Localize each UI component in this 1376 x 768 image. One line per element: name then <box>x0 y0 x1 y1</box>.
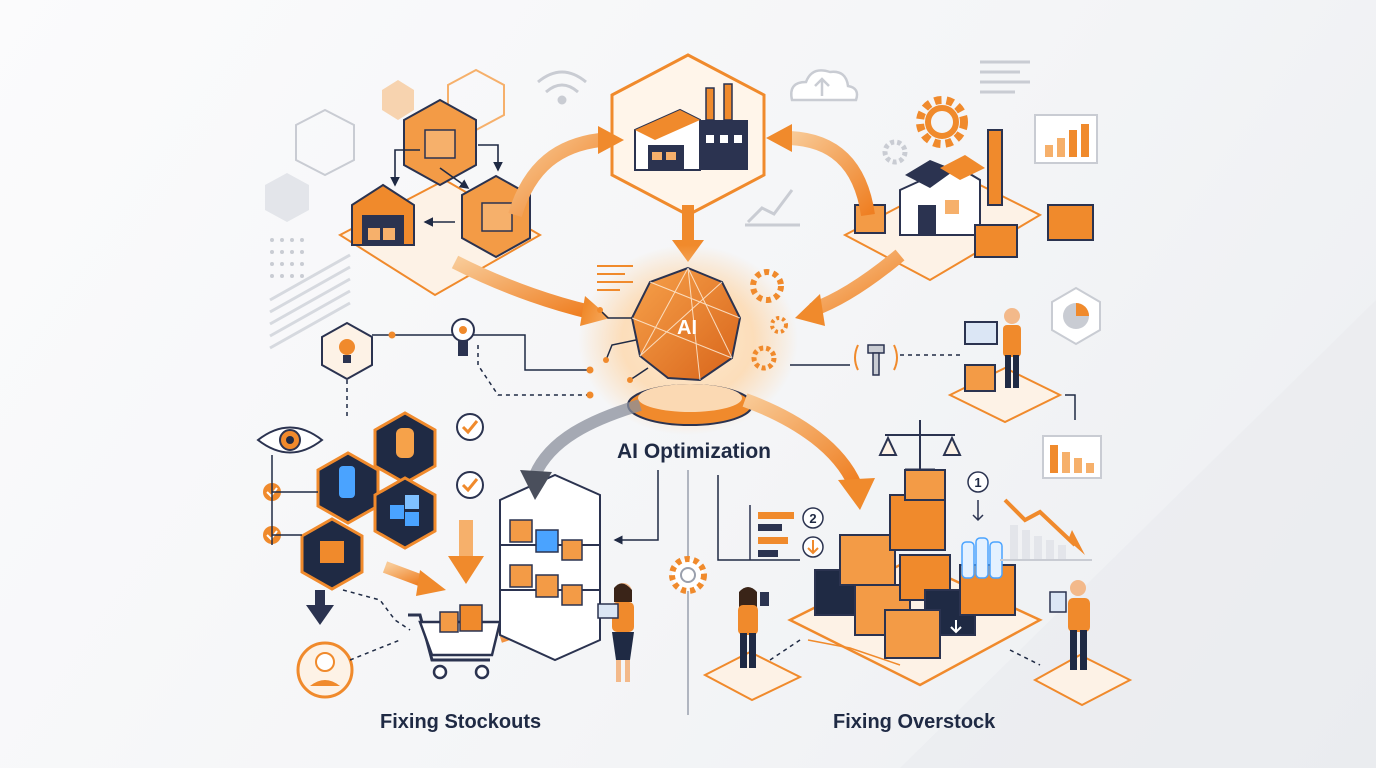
shopper-person <box>597 583 634 682</box>
cube-icon <box>390 505 404 519</box>
tablet-worker-person <box>1049 580 1090 670</box>
box-icon <box>964 364 996 392</box>
stripes-decor <box>269 253 351 350</box>
flow-arrows <box>451 124 905 326</box>
box-icon <box>481 202 513 232</box>
container-icon <box>974 224 1018 258</box>
connector-lines <box>346 334 1076 420</box>
manufacturing-group <box>745 96 1098 282</box>
ai-optimization-title: AI Optimization <box>617 440 771 463</box>
hex-decor <box>382 80 414 120</box>
gear-icon <box>882 139 908 165</box>
factory-building-icon <box>899 129 1003 236</box>
platform-phone-worker <box>702 650 803 702</box>
overstock-group: 1 <box>702 420 1133 707</box>
worker-tablet-group <box>854 286 1102 479</box>
ranking-list-icon: 2 <box>749 505 824 560</box>
pie-chart-hex <box>1051 286 1101 346</box>
bar-chart-icon <box>1042 435 1102 479</box>
factory-hex-group <box>537 53 1030 217</box>
box-stack <box>814 469 1016 659</box>
data-list-icon <box>597 265 633 291</box>
smiley-customer-icon <box>296 641 354 699</box>
jar-icon <box>396 428 414 458</box>
ai-core-label: AI <box>677 317 697 339</box>
trend-up-icon <box>745 189 800 227</box>
bar-chart-icon <box>1034 114 1098 164</box>
wifi-icon <box>537 70 587 105</box>
hex-decor <box>265 173 309 222</box>
center-down-arrows <box>520 393 875 510</box>
trend-down-chart <box>1000 498 1092 561</box>
warehouse-icon <box>351 183 415 246</box>
lock-icon <box>451 318 475 356</box>
store-shelf <box>499 473 601 662</box>
sensor-icon <box>854 344 898 376</box>
center-connectors <box>613 470 800 715</box>
factory-icon <box>634 83 748 171</box>
phone-worker-person <box>738 587 769 668</box>
fixing-overstock-label: Fixing Overstock <box>833 711 996 733</box>
bottle-icon <box>339 466 355 498</box>
check-icon <box>456 471 484 499</box>
container-icon <box>1047 204 1094 241</box>
gear-icon <box>916 96 968 148</box>
gear-icon <box>751 345 777 371</box>
ai-core-group: AI <box>578 245 798 435</box>
check-icon <box>456 413 484 441</box>
lightbulb-icon <box>339 339 355 355</box>
circuit-lines <box>599 309 649 381</box>
shopping-cart-icon <box>408 604 502 680</box>
hex-decor <box>295 108 355 177</box>
gear-icon <box>669 556 707 594</box>
platform-tablet-worker <box>1032 653 1133 707</box>
gear-icon <box>750 269 784 303</box>
cube-icon <box>320 541 344 563</box>
cube-icon <box>405 512 419 526</box>
bottles-icon <box>961 537 1003 579</box>
document-lines-icon <box>980 60 1030 94</box>
fixing-stockouts-label: Fixing Stockouts <box>380 711 542 733</box>
worker-person <box>1003 308 1021 388</box>
step-two-label: 2 <box>809 511 816 526</box>
lightbulb-hex <box>321 321 373 381</box>
gear-icon <box>770 316 788 334</box>
eye-icon <box>256 426 324 454</box>
box-icon <box>424 129 456 159</box>
warehouse-flow-group <box>265 68 543 350</box>
ai-gem <box>630 266 742 382</box>
dot-grid-decor <box>270 238 304 278</box>
step-one-label: 1 <box>974 475 981 490</box>
cloud-upload-icon <box>790 69 859 102</box>
cube-icon <box>405 495 419 509</box>
tablet-icon <box>964 321 998 345</box>
scale-icon <box>878 420 962 472</box>
